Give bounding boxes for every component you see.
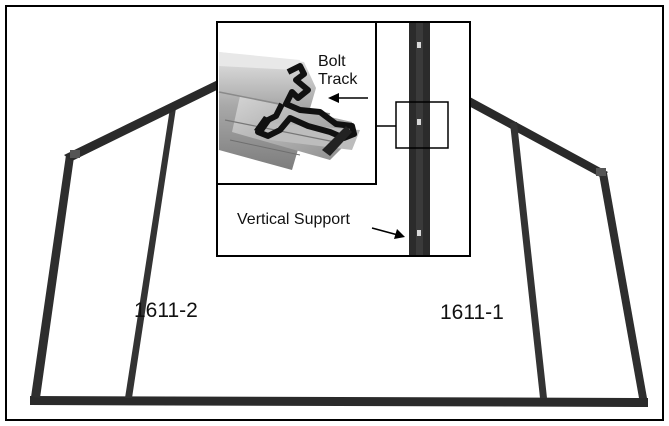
callout-arrows xyxy=(328,93,405,239)
bolt-track-label: Bolt Track xyxy=(318,53,357,89)
inset-panel xyxy=(216,21,471,257)
part-label-left: 1611-2 xyxy=(134,299,198,322)
right-inner-leg xyxy=(510,122,547,398)
bolt-hole xyxy=(417,119,421,125)
bracket xyxy=(596,168,606,176)
left-roof xyxy=(64,78,225,161)
arrow-icon xyxy=(394,229,405,239)
left-outer-leg xyxy=(31,155,74,398)
bolt-track-label-line2: Track xyxy=(318,71,358,88)
bracket xyxy=(70,150,80,158)
bolt-track-photo xyxy=(218,52,360,170)
bottom-bar xyxy=(30,396,648,407)
vertical-support-label: Vertical Support xyxy=(237,211,350,228)
bolt-hole xyxy=(417,230,421,236)
frame xyxy=(30,78,648,407)
part-label-right: 1611-1 xyxy=(440,301,504,324)
detail-highlight-box xyxy=(395,101,449,149)
left-inner-leg xyxy=(125,108,176,398)
arrow-icon xyxy=(328,93,339,103)
right-roof xyxy=(465,96,608,178)
right-outer-leg xyxy=(599,173,647,398)
bolt-track-label-line1: Bolt xyxy=(318,53,346,70)
bolt-hole xyxy=(417,42,421,48)
